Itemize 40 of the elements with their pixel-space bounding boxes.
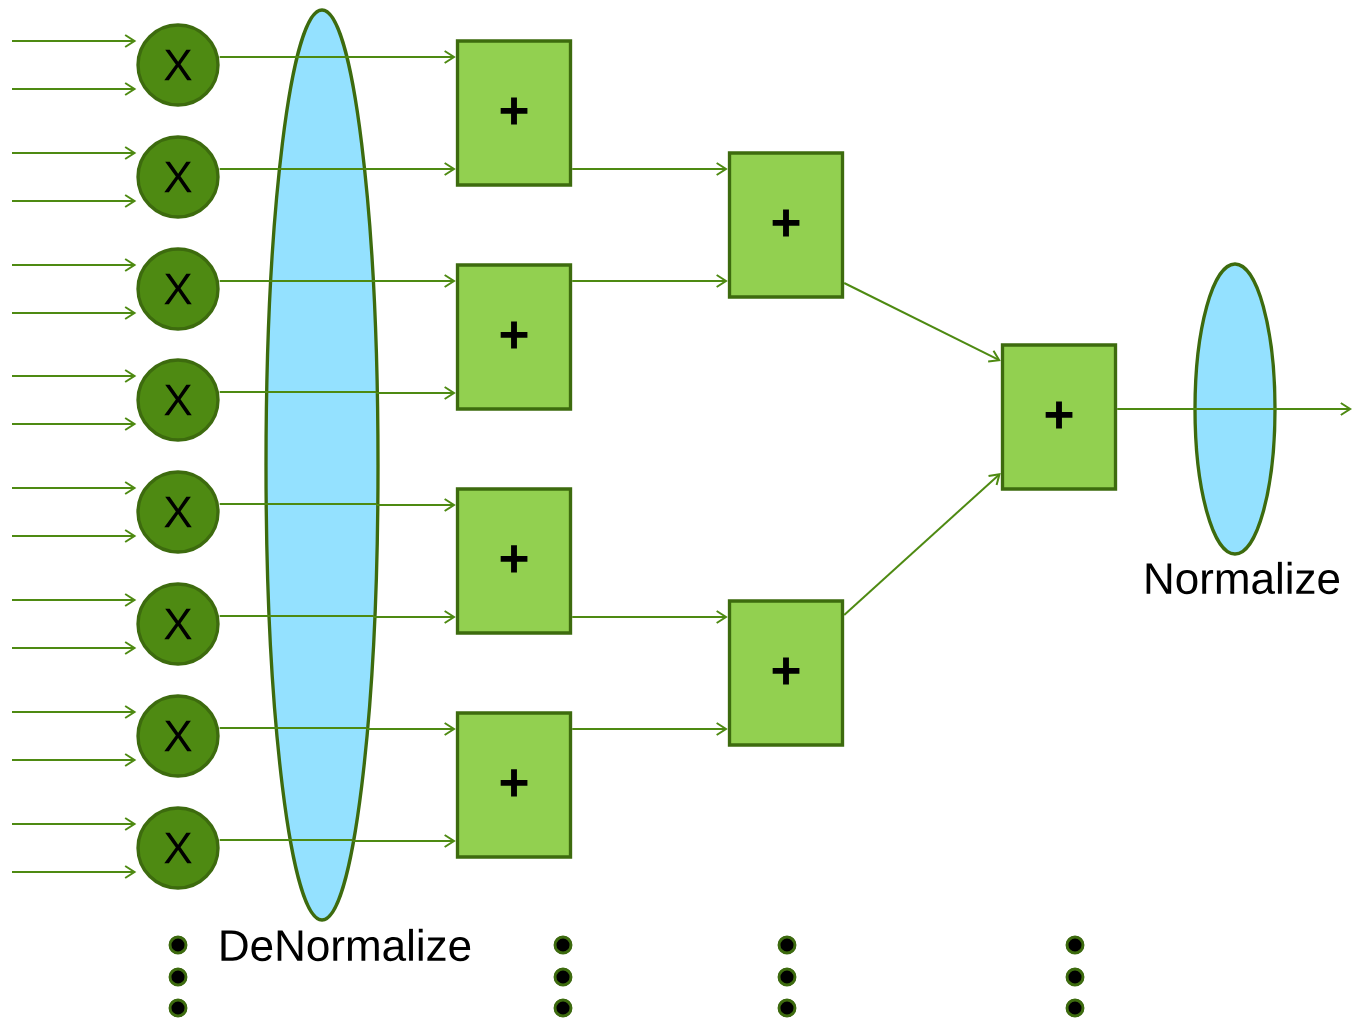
arrow: [571, 162, 728, 176]
arrow: [11, 641, 137, 655]
arrow: [362, 162, 456, 176]
arrow: [11, 817, 137, 831]
arrow: [11, 593, 137, 607]
adder-box: +: [455, 711, 573, 859]
arrow: [351, 834, 456, 848]
arrow: [365, 722, 456, 736]
arrow: [11, 369, 137, 383]
arrow: [11, 417, 137, 431]
arrow: [11, 529, 137, 543]
ellipse-label: Normalize: [1146, 561, 1340, 595]
arrow: [11, 481, 137, 495]
adder-box: +: [455, 487, 573, 635]
arrow: [344, 50, 456, 64]
adder-box: +: [455, 39, 573, 187]
arrow: [843, 282, 1001, 363]
arrow: [571, 274, 728, 288]
arrow: [571, 722, 728, 736]
arrow: [371, 274, 456, 288]
adder-box: +: [727, 151, 845, 299]
arrow: [1273, 402, 1352, 416]
adder-box: +: [1000, 343, 1118, 491]
arrow: [11, 306, 137, 320]
arrow: [11, 705, 137, 719]
arrow: [571, 610, 728, 624]
arrow: [11, 82, 137, 96]
arrow: [11, 753, 137, 767]
ellipse-label: DeNormalize: [221, 928, 471, 962]
arrow: [375, 386, 456, 400]
arrow: [372, 610, 456, 624]
arrow: [11, 194, 137, 208]
arrow: [11, 258, 137, 272]
arrow: [375, 498, 456, 512]
arrow: [843, 473, 1001, 616]
arrow: [11, 865, 137, 879]
arrow: [11, 146, 137, 160]
arrow: [11, 34, 137, 48]
adder-box: +: [455, 263, 573, 411]
adder-box: +: [727, 599, 845, 747]
